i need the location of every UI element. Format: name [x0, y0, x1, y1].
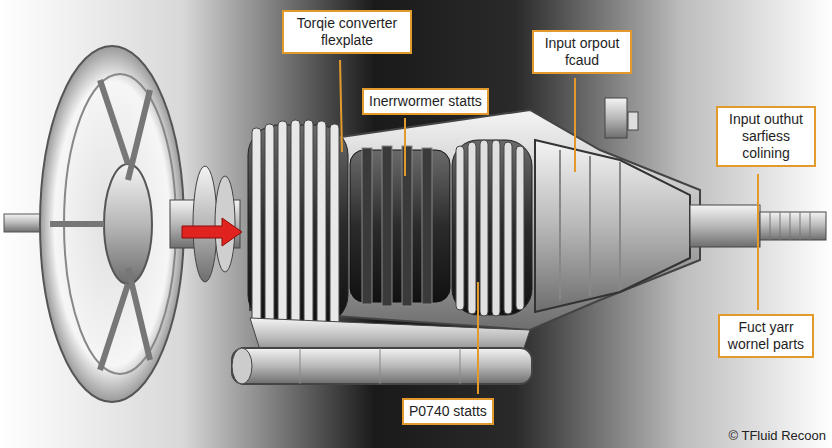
callout-box: Fuct yarr wornel parts: [718, 314, 814, 358]
callout-box: Input outhut sarfiess colining: [716, 106, 816, 167]
tail-housing: [535, 98, 690, 312]
planetary-drum: [452, 140, 532, 316]
callout-text: Fuct yarr wornel parts: [725, 319, 807, 353]
callout-text: Torqie converter flexplate: [289, 15, 405, 49]
watermark: © TFluid Recoon: [729, 428, 827, 443]
torque-converter: [248, 120, 348, 330]
valve-body: [232, 318, 532, 384]
callout-box: Torqie converter flexplate: [282, 10, 412, 54]
callout-text: Input orpout fcaud: [539, 35, 625, 69]
callout-box: Inerrwormer statts: [362, 88, 489, 115]
flexplate: [4, 46, 184, 402]
housing: [250, 110, 700, 330]
leader-lines: [340, 60, 758, 394]
callout-text: Input outhut sarfiess colining: [723, 111, 809, 162]
callout-box: Input orpout fcaud: [532, 30, 632, 74]
callout-box: P0740 statts: [402, 398, 494, 425]
callout-text: P0740 statts: [409, 403, 487, 420]
clutch-drum: [350, 146, 450, 306]
callout-text: Inerrwormer statts: [369, 93, 482, 110]
red-arrow: [182, 218, 242, 246]
